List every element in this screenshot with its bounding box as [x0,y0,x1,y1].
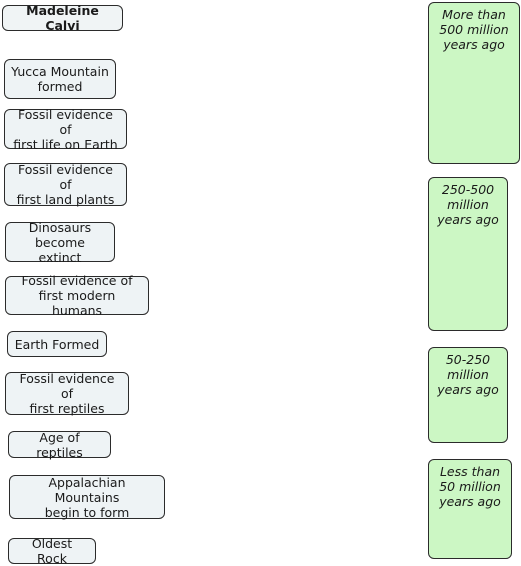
event-oldest-rock[interactable]: Oldest Rock [8,536,96,566]
event-first-life[interactable]: Fossil evidence of first life on Earth [4,107,127,152]
event-age-of-reptiles[interactable]: Age of reptiles [8,430,111,460]
range-less-than-50[interactable]: Less than 50 million years ago [428,459,512,559]
range-more-than-500[interactable]: More than 500 million years ago [428,2,520,164]
event-yucca-mountain[interactable]: Yucca Mountain formed [4,59,116,99]
event-first-reptiles[interactable]: Fossil evidence of first reptiles [5,371,129,416]
event-first-modern-humans[interactable]: Fossil evidence of first modern humans [5,273,149,318]
event-dinosaurs-extinct[interactable]: Dinosaurs become extinct [5,220,115,265]
range-50-250[interactable]: 50-250 million years ago [428,347,508,443]
event-earth-formed[interactable]: Earth Formed [7,331,107,357]
page-title: Madeleine Calvi [2,3,123,33]
range-250-500[interactable]: 250-500 million years ago [428,177,508,331]
event-first-land-plants[interactable]: Fossil evidence of first land plants [4,162,127,207]
event-appalachian-mountains[interactable]: Appalachian Mountains begin to form [9,475,165,520]
